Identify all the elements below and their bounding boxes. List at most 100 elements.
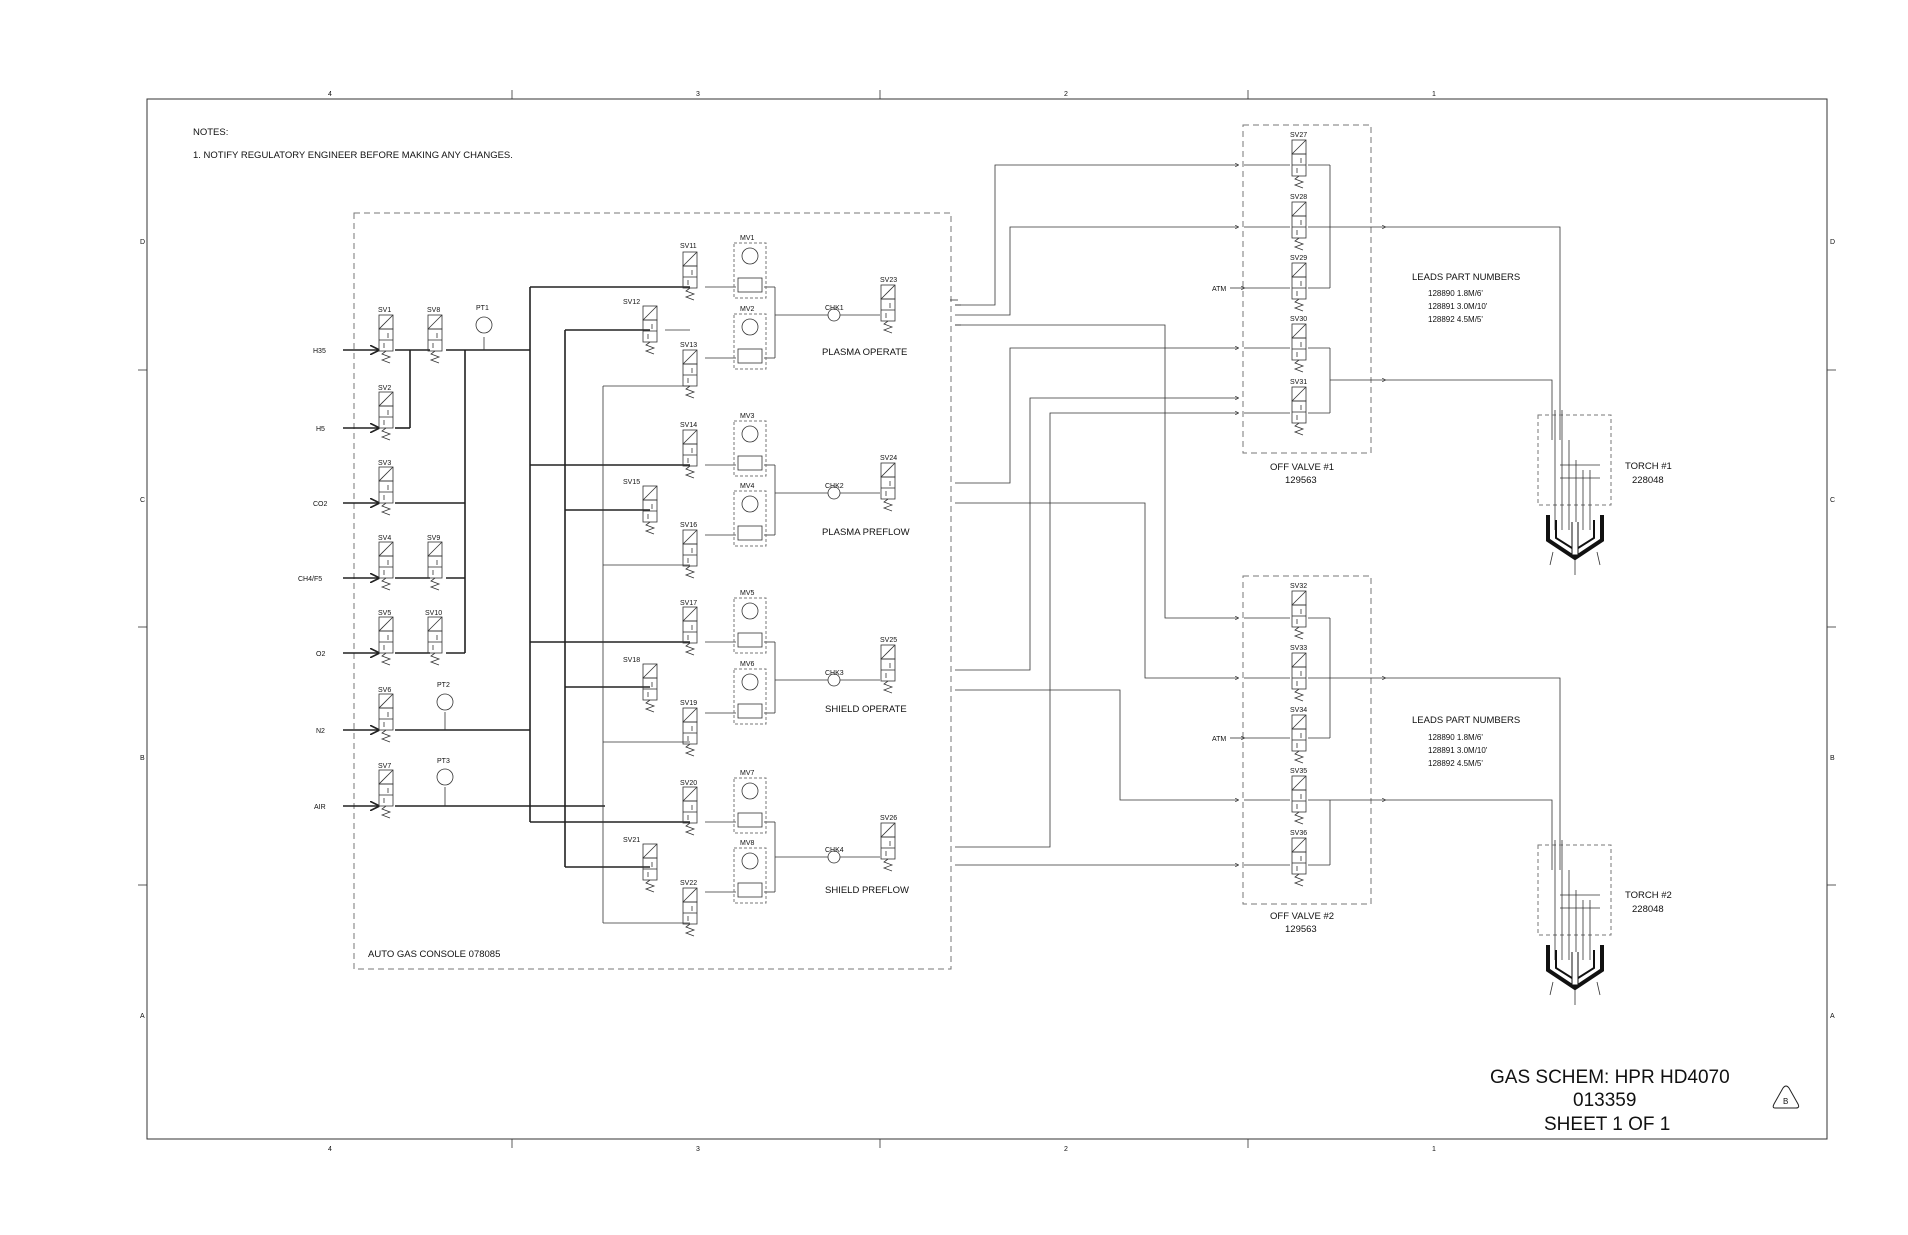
leads-heading: LEADS PART NUMBERS: [1412, 715, 1520, 726]
solenoid-valve-icon: [378, 541, 394, 591]
valve-label: SV4: [378, 535, 391, 542]
motor-valve-label: MV1: [740, 235, 755, 242]
valve-label: SV35: [1290, 768, 1307, 775]
auto-gas-console-box: [353, 212, 952, 970]
valve-label: SV36: [1290, 830, 1307, 837]
solenoid-valve-icon: [642, 843, 658, 893]
solenoid-valve-icon: [427, 541, 443, 591]
zone-row-label: C: [140, 497, 145, 504]
motor-valve-label: MV5: [740, 590, 755, 597]
valve-label: SV27: [1290, 132, 1307, 139]
valve-label: SV33: [1290, 645, 1307, 652]
valve-label: SV30: [1290, 316, 1307, 323]
solenoid-valve-icon: [1291, 386, 1307, 436]
zone-row-label: B: [1830, 755, 1835, 762]
check-valve-icon: [827, 308, 841, 322]
off-valve-label: OFF VALVE #2: [1270, 911, 1334, 922]
valve-label: SV8: [427, 307, 440, 314]
zone-col-label: 1: [1432, 91, 1436, 98]
pressure-transducer-icon: [436, 693, 454, 711]
valve-label: SV6: [378, 687, 391, 694]
motor-valve-label: MV6: [740, 661, 755, 668]
off-valve-wiring: [1244, 164, 1561, 870]
valve-label: SV29: [1290, 255, 1307, 262]
valve-label: SV10: [425, 610, 442, 617]
zone-col-label: 3: [696, 1146, 700, 1153]
leads-item: 128890 1.8M/6': [1428, 733, 1483, 742]
sensor-label: PT3: [437, 758, 450, 765]
output-arrow-marks: [955, 304, 961, 326]
inlet-label: CH4/F5: [298, 576, 322, 583]
check-valve-icon: [827, 850, 841, 864]
zone-col-label: 4: [328, 91, 332, 98]
solenoid-valve-icon: [378, 769, 394, 819]
check-valve-label: CHK1: [825, 305, 844, 312]
off-valve-label: OFF VALVE #1: [1270, 462, 1334, 473]
leads-item: 128890 1.8M/6': [1428, 289, 1483, 298]
atm-label: ATM: [1212, 286, 1226, 293]
valve-label: SV24: [880, 455, 897, 462]
solenoid-valve-group: [378, 139, 1307, 937]
zone-row-label: A: [140, 1013, 145, 1020]
solenoid-valve-icon: [880, 284, 896, 334]
torch-label: TORCH #2: [1625, 890, 1672, 901]
sensor-label: PT1: [476, 305, 489, 312]
pressure-transducer-icon: [436, 768, 454, 786]
zone-row-label: C: [1830, 497, 1835, 504]
inlet-label: N2: [316, 728, 325, 735]
zone-col-label: 3: [696, 91, 700, 98]
solenoid-valve-icon: [682, 349, 698, 399]
revision-letter: B: [1783, 1097, 1788, 1106]
valve-label: SV7: [378, 763, 391, 770]
solenoid-valve-icon: [1291, 139, 1307, 189]
solenoid-valve-icon: [1291, 262, 1307, 312]
off-valve-part: 129563: [1285, 924, 1317, 935]
valve-label: SV16: [680, 522, 697, 529]
zone-row-label: B: [140, 755, 145, 762]
valve-label: SV21: [623, 837, 640, 844]
solenoid-valve-icon: [378, 314, 394, 364]
solenoid-valve-icon: [1291, 775, 1307, 825]
leads-item: 128892 4.5M/5': [1428, 759, 1483, 768]
sheet-number: SHEET 1 OF 1: [1544, 1114, 1670, 1135]
valve-label: SV32: [1290, 583, 1307, 590]
solenoid-valve-icon: [427, 314, 443, 364]
drawing-border: [146, 98, 1828, 1140]
inlet-label: O2: [316, 651, 325, 658]
motor-valve-label: MV7: [740, 770, 755, 777]
notes-heading: NOTES:: [193, 127, 228, 138]
solenoid-valve-icon: [1291, 714, 1307, 764]
valve-label: SV2: [378, 385, 391, 392]
motor-valve-label: MV4: [740, 483, 755, 490]
solenoid-valve-icon: [378, 391, 394, 441]
circuit-label: PLASMA OPERATE: [822, 347, 907, 358]
valve-label: SV22: [680, 880, 697, 887]
torch-label: TORCH #1: [1625, 461, 1672, 472]
inlet-label: AIR: [314, 804, 326, 811]
revision-triangle-icon: [1772, 1085, 1800, 1109]
leads-item: 128891 3.0M/10': [1428, 746, 1488, 755]
valve-label: SV23: [880, 277, 897, 284]
solenoid-valve-icon: [1291, 652, 1307, 702]
off-valve-part: 129563: [1285, 475, 1317, 486]
inlet-lines: [343, 350, 378, 806]
valve-label: SV18: [623, 657, 640, 664]
solenoid-valve-icon: [378, 693, 394, 743]
zone-col-label: 4: [328, 1146, 332, 1153]
atm-label: ATM: [1212, 736, 1226, 743]
off-valve-2-box: [1242, 575, 1372, 905]
valve-label: SV26: [880, 815, 897, 822]
motor-valve-label: MV3: [740, 413, 755, 420]
zone-markers: [138, 90, 1836, 1148]
drawing-title: GAS SCHEM: HPR HD4070: [1490, 1067, 1730, 1088]
circuit-label: PLASMA PREFLOW: [822, 527, 910, 538]
solenoid-valve-icon: [682, 707, 698, 757]
zone-col-label: 2: [1064, 1146, 1068, 1153]
solenoid-valve-icon: [642, 663, 658, 713]
check-valve-icon: [827, 673, 841, 687]
valve-label: SV20: [680, 780, 697, 787]
valve-label: SV5: [378, 610, 391, 617]
inlet-label: H5: [316, 426, 325, 433]
solenoid-valve-icon: [642, 305, 658, 355]
